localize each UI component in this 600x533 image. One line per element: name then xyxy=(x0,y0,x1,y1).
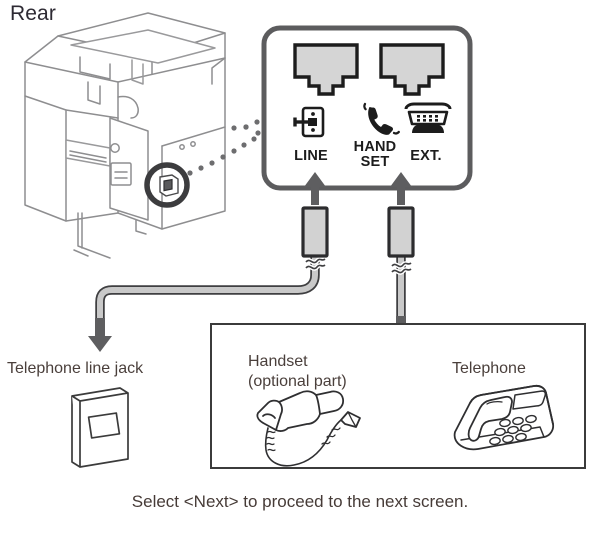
callout-leader-line xyxy=(187,124,261,176)
line-cable-connector-plug xyxy=(301,206,329,258)
handset-label: Handset (optional part) xyxy=(248,352,347,392)
port-label-handset-line2: SET xyxy=(360,153,390,170)
desk-telephone-illustration xyxy=(453,384,555,451)
ext-cable-connector-plug xyxy=(387,206,415,258)
port-label-handset-line1: HAND xyxy=(353,139,397,155)
telephone-line-jack-label: Telephone line jack xyxy=(7,360,144,377)
arrow-to-telephone-line-jack xyxy=(88,318,112,352)
port-label-ext: EXT. xyxy=(410,148,442,164)
arrow-into-ext-port xyxy=(390,172,412,205)
wall-jack-icon xyxy=(293,106,325,138)
printer-telephone-port-highlight xyxy=(144,162,190,208)
handset-with-coiled-cord-illustration xyxy=(256,390,361,467)
wall-plate-jack-illustration xyxy=(71,387,129,468)
desk-telephone-icon xyxy=(404,102,452,133)
printer-illustration xyxy=(24,12,226,259)
line-cable xyxy=(95,255,327,322)
page-title: Rear xyxy=(10,2,56,25)
footer-instruction: Select <Next> to proceed to the next scr… xyxy=(131,492,469,511)
telephone-label: Telephone xyxy=(452,360,526,377)
handset-label-line2: (optional part) xyxy=(248,373,347,390)
handset-label-line1: Handset xyxy=(248,353,308,370)
arrow-into-line-port xyxy=(304,172,326,205)
port-label-line: LINE xyxy=(294,148,328,164)
handset-receiver-icon xyxy=(363,102,400,135)
